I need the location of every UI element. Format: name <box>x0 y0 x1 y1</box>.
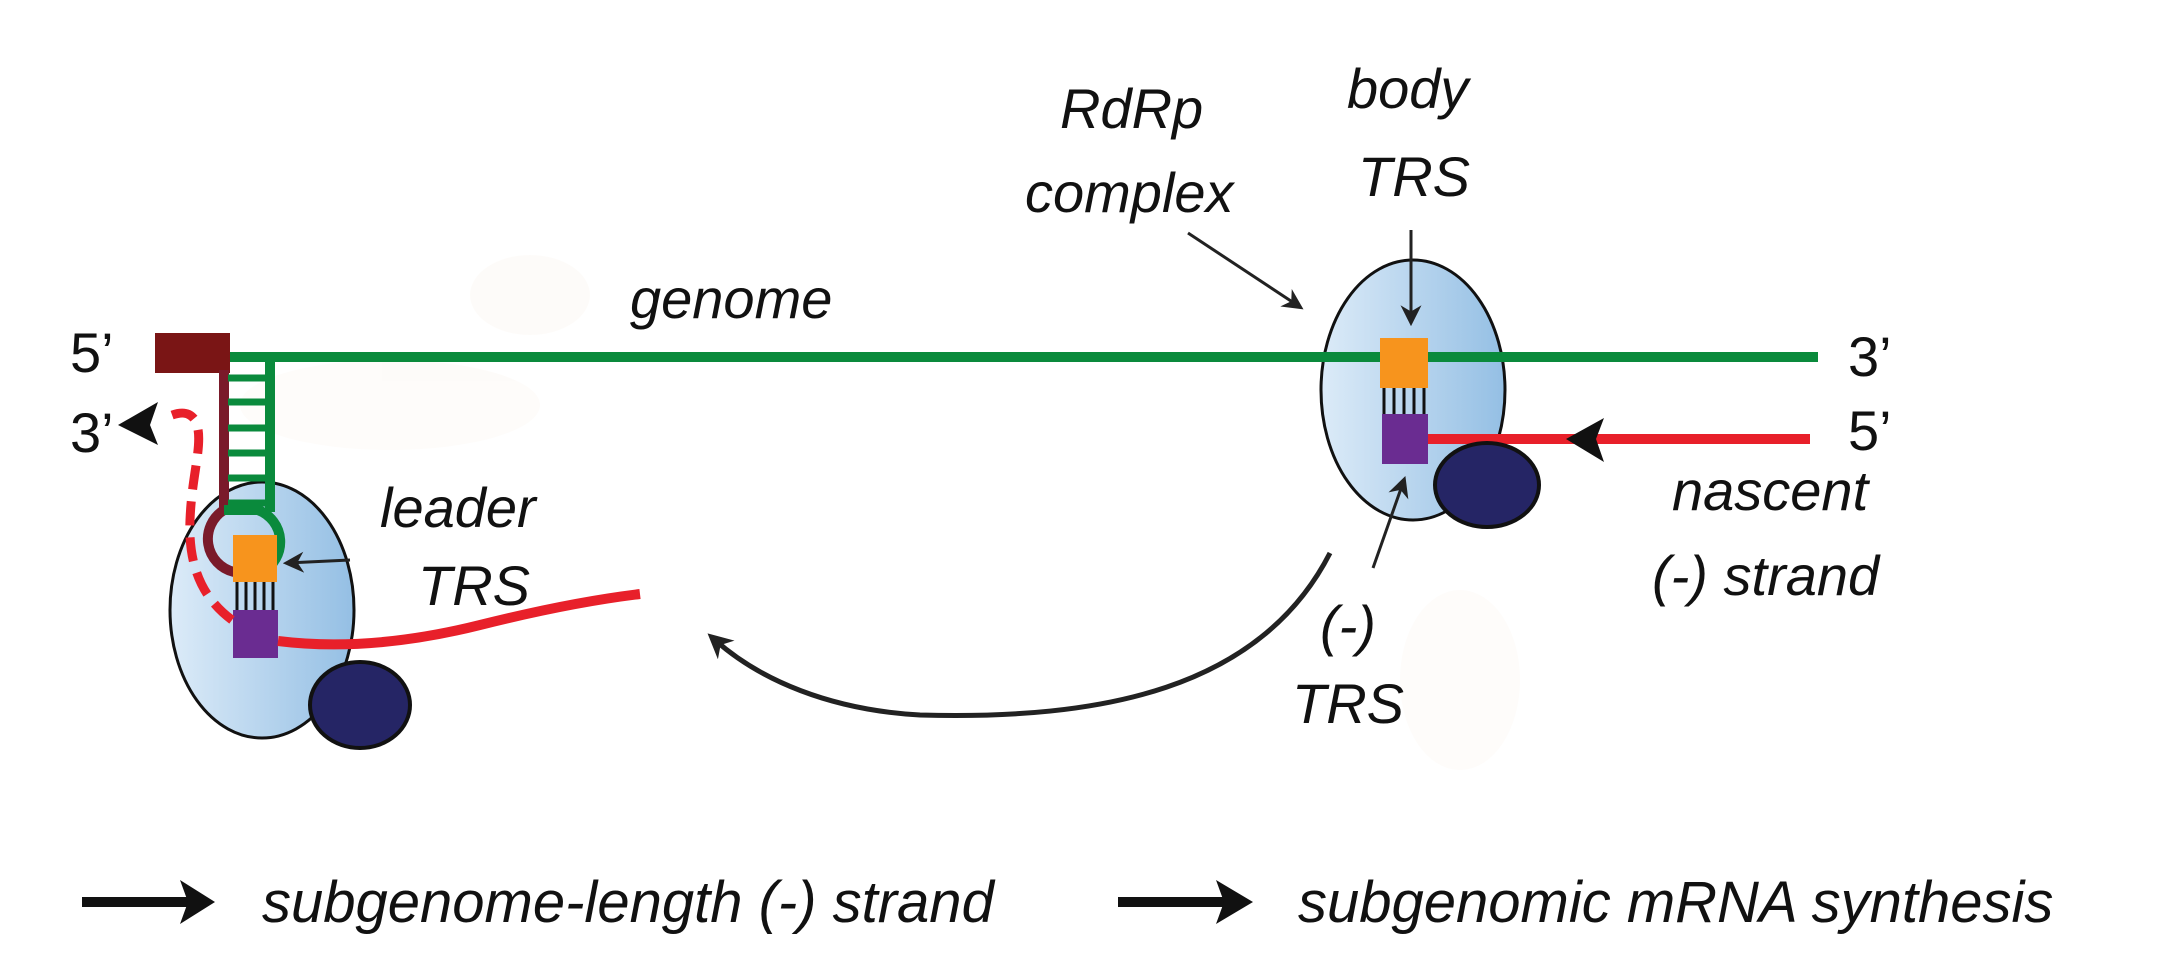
nascent-strand-dashed <box>163 408 235 624</box>
rdrp-subunit-left <box>308 660 412 750</box>
stem-base-pairs <box>228 374 268 507</box>
right-3prime-label: 3’ <box>1848 325 1892 388</box>
pathway-arrow-2 <box>1118 880 1253 924</box>
template-switch-arrow <box>707 551 1333 718</box>
leader-5prime-cap <box>155 333 230 373</box>
leader-trs-pairing <box>235 582 275 610</box>
body-trs-label-line1: body <box>1347 57 1471 120</box>
pathway-step-2: subgenomic mRNA synthesis <box>1298 870 2053 935</box>
body-trs-label-line2: TRS <box>1358 145 1470 208</box>
rdrp-label-line1: RdRp <box>1060 77 1203 140</box>
neg-trs-label-line2: TRS <box>1292 672 1404 735</box>
nascent-strand-label-line1: nascent <box>1672 459 1871 522</box>
nascent-strand-label-line2: (-) strand <box>1652 544 1881 607</box>
left-rdrp-complex <box>168 480 412 750</box>
rdrp-complex-pointer <box>1187 231 1304 310</box>
right-5prime-label: 5’ <box>1848 399 1892 462</box>
body-trs-pairing <box>1382 388 1426 414</box>
neg-trs-label-line1: (-) <box>1320 594 1376 657</box>
neg-trs-box-left <box>233 610 278 658</box>
left-3prime-label: 3’ <box>70 401 114 464</box>
nascent-direction-arrowhead <box>1566 418 1604 462</box>
leader-trs-label-line2: TRS <box>418 554 530 617</box>
background-smudges <box>240 255 1520 770</box>
left-5prime-label: 5’ <box>70 321 114 384</box>
pathway-arrow-1 <box>82 880 215 924</box>
leader-loop-dark <box>202 505 236 577</box>
genome-label: genome <box>630 267 832 330</box>
left-3prime-arrowhead <box>118 402 158 445</box>
rdrp-label-line2: complex <box>1025 161 1236 224</box>
neg-trs-pointer <box>1371 476 1409 569</box>
leader-trs-box <box>233 535 277 582</box>
neg-trs-box-right <box>1382 414 1428 464</box>
nascent-strand-left <box>277 589 641 650</box>
leader-trs-pointer <box>282 551 351 573</box>
pathway-step-1: subgenome-length (-) strand <box>262 870 996 935</box>
body-trs-box <box>1380 338 1428 388</box>
leader-trs-label-line1: leader <box>380 476 538 539</box>
rdrp-subunit-right <box>1433 441 1541 529</box>
